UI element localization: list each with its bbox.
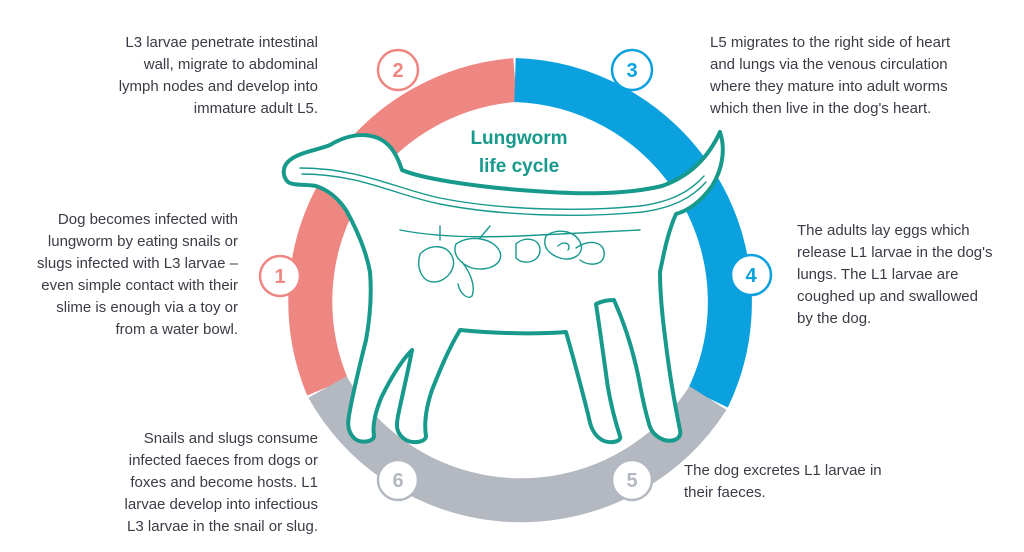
step-number-1: 1 [274, 266, 285, 288]
step-badge-2: 2 [376, 48, 420, 92]
step-number-4: 4 [745, 265, 757, 287]
internal-organs-icon [299, 167, 707, 298]
dog-outline-icon [281, 130, 725, 445]
step-number-6: 6 [392, 470, 403, 492]
step-6-description: Snails and slugs consume infected faeces… [124, 430, 318, 535]
step-number-3: 3 [626, 60, 637, 82]
step-number-2: 2 [392, 60, 403, 82]
step-badge-3: 3 [610, 48, 654, 92]
step-badge-4: 4 [729, 253, 773, 297]
step-5-description: The dog excretes L1 larvae in their faec… [684, 462, 882, 501]
diagram-title: Lungworm life cycle [470, 128, 567, 177]
step-4-description: The adults lay eggs which release L1 lar… [797, 222, 993, 327]
title-line-1: Lungworm [470, 128, 567, 149]
step-badge-1: 1 [258, 254, 302, 298]
step-badge-5: 5 [610, 458, 654, 502]
step-1-description: Dog becomes infected with lungworm by ea… [37, 211, 238, 338]
step-number-5: 5 [626, 470, 637, 492]
step-badge-6: 6 [376, 458, 420, 502]
title-line-2: life cycle [479, 156, 559, 177]
step-2-description: L3 larvae penetrate intestinal wall, mig… [118, 34, 318, 117]
step-badges: 1 2 3 4 5 6 [258, 48, 773, 502]
step-3-description: L5 migrates to the right side of heart a… [710, 34, 951, 117]
